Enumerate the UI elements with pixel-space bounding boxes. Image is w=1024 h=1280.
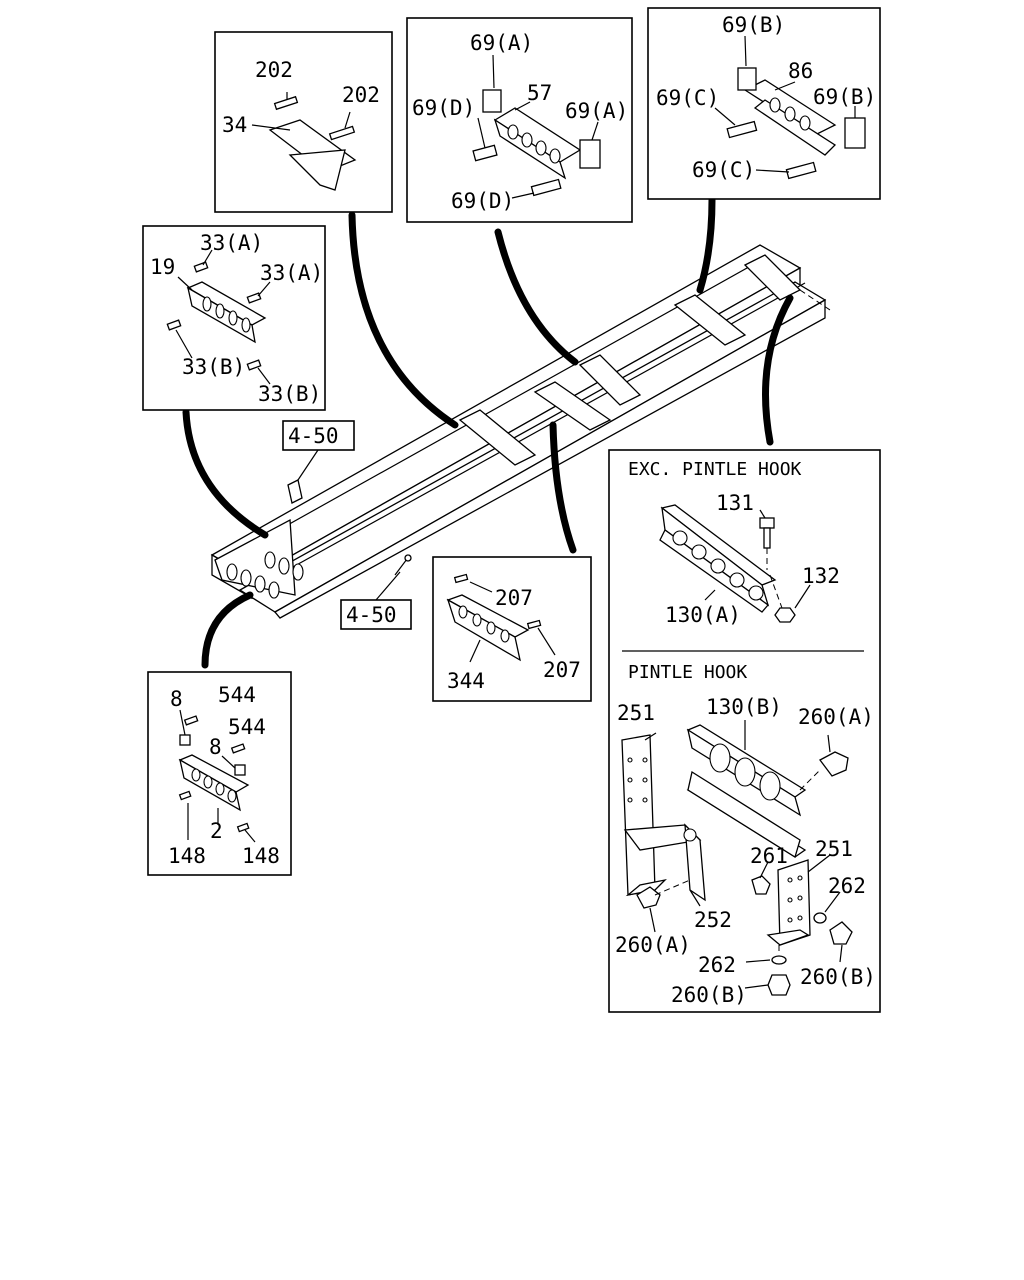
label-57: 57 <box>527 81 552 105</box>
label-262-a: 262 <box>828 874 866 898</box>
label-ref-4-50-2: 4-50 <box>346 603 397 627</box>
label-148-b: 148 <box>242 844 280 868</box>
label-148-a: 148 <box>168 844 206 868</box>
label-33A-1: 33(A) <box>200 231 263 255</box>
label-69B-2: 69(B) <box>813 85 876 109</box>
label-251-b: 251 <box>815 837 853 861</box>
label-ref-4-50-1: 4-50 <box>288 424 339 448</box>
label-207-a: 207 <box>495 586 533 610</box>
label-69C-2: 69(C) <box>692 158 755 182</box>
label-131: 131 <box>716 491 754 515</box>
label-344: 344 <box>447 669 485 693</box>
label-33A-2: 33(A) <box>260 261 323 285</box>
label-130A: 130(A) <box>665 603 741 627</box>
detail-box-crossmember-86: 69(B) 86 69(C) 69(B) 69(C) <box>647 7 881 200</box>
label-33B-2: 33(B) <box>258 382 321 406</box>
label-261: 261 <box>750 844 788 868</box>
label-262-b: 262 <box>698 953 736 977</box>
label-260A-1: 260(A) <box>798 705 874 729</box>
detail-box-crossmember-344: 207 207 344 <box>432 556 592 702</box>
label-202-b: 202 <box>342 83 380 107</box>
label-544-b: 544 <box>228 715 266 739</box>
label-69A-1: 69(A) <box>470 31 533 55</box>
chassis-frame <box>210 244 831 619</box>
detail-box-pintle-hook: EXC. PINTLE HOOK 131 132 130(A) PINTLE H… <box>608 449 881 1013</box>
label-207-b: 207 <box>543 658 581 682</box>
label-69C-1: 69(C) <box>656 86 719 110</box>
label-86: 86 <box>788 59 813 83</box>
label-69D-1: 69(D) <box>412 96 475 120</box>
label-69D-2: 69(D) <box>451 189 514 213</box>
label-33B-1: 33(B) <box>182 355 245 379</box>
detail-box-crossmember-19: 33(A) 19 33(A) 33(B) 33(B) <box>142 225 326 411</box>
detail-box-crossmember-57: 69(A) 69(D) 57 69(A) 69(D) <box>406 17 633 223</box>
label-260B-1: 260(B) <box>800 965 876 989</box>
label-19: 19 <box>150 255 175 279</box>
label-132: 132 <box>802 564 840 588</box>
label-202-a: 202 <box>255 58 293 82</box>
label-252: 252 <box>694 908 732 932</box>
detail-box-rear-crossmember-2: 8 544 544 8 2 148 148 <box>147 671 292 876</box>
callout-leaders <box>182 196 794 669</box>
detail-box-crossmember-34: 202 202 34 <box>214 31 393 213</box>
reference-4-50-bottom: 4-50 <box>340 571 412 630</box>
label-69B-1: 69(B) <box>722 13 785 37</box>
label-251-a: 251 <box>617 701 655 725</box>
header-exc-pintle-hook: EXC. PINTLE HOOK <box>628 459 802 480</box>
label-8-a: 8 <box>170 687 183 711</box>
label-69A-2: 69(A) <box>565 99 628 123</box>
label-130B: 130(B) <box>706 695 782 719</box>
label-260A-2: 260(A) <box>615 933 691 957</box>
header-pintle-hook: PINTLE HOOK <box>628 662 747 683</box>
label-8-b: 8 <box>209 735 222 759</box>
label-544-a: 544 <box>218 683 256 707</box>
label-34: 34 <box>222 113 247 137</box>
label-260B-2: 260(B) <box>671 983 747 1007</box>
reference-4-50-top: 4-50 <box>282 420 355 481</box>
label-2: 2 <box>210 819 223 843</box>
